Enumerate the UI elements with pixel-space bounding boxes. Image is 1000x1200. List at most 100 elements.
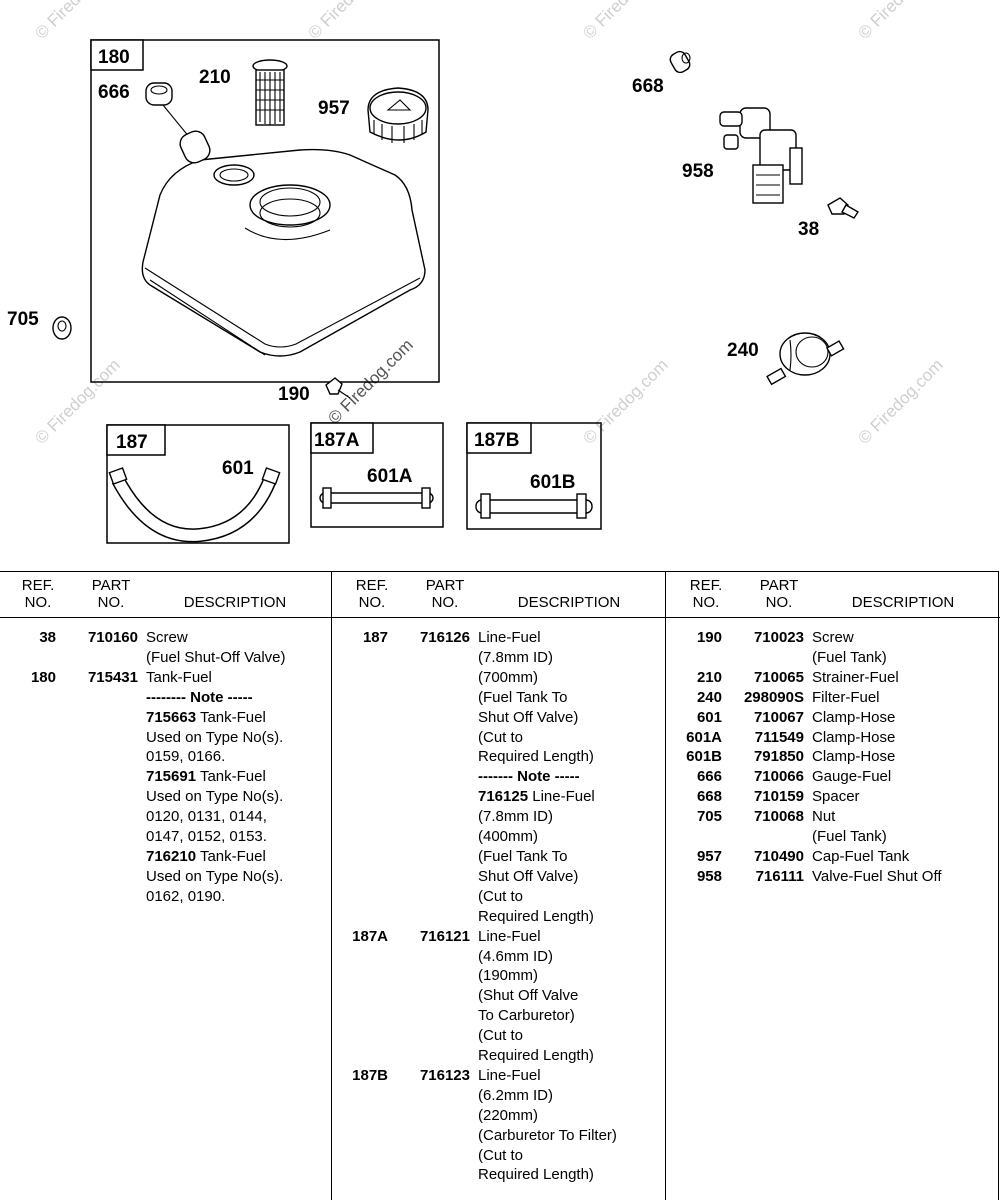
description-cell: 715691 Tank-Fuel <box>138 767 266 787</box>
table-row: 0162, 0190. <box>0 887 331 907</box>
callout-label: 180 <box>98 47 130 68</box>
part-no-cell <box>56 807 138 827</box>
ref-no-cell <box>0 887 56 907</box>
table-row: (700mm) <box>332 668 666 688</box>
callout-label: 187A <box>314 430 360 451</box>
part-no-cell <box>56 767 138 787</box>
description-cell: Line-Fuel <box>478 629 541 646</box>
description-cell: Filter-Fuel <box>812 688 880 706</box>
ref-no-cell <box>332 827 388 847</box>
part-no-cell <box>56 827 138 847</box>
table-row: (Cut to <box>332 728 666 748</box>
description-cell: (Shut Off Valve <box>478 987 579 1005</box>
note-part-number: 715663 <box>146 708 197 726</box>
part-no-cell <box>388 648 470 668</box>
ref-no-cell <box>0 688 56 708</box>
description-cell: Used on Type No(s). <box>146 788 284 806</box>
ref-no-cell <box>332 1026 388 1046</box>
callout-label: 240 <box>727 340 759 361</box>
part-no-cell <box>388 827 470 847</box>
description-cell: 0162, 0190. <box>146 887 226 905</box>
ref-no-cell <box>332 787 388 807</box>
part-no-cell: 716111 <box>755 867 804 885</box>
table-row: (400mm) <box>332 827 666 847</box>
screw-drawing <box>827 197 859 219</box>
table-row: (Fuel Tank) <box>666 648 1000 668</box>
table-row: (Fuel Tank To <box>332 688 666 708</box>
table-row: 187A 716121 Line-Fuel <box>332 927 666 947</box>
note-part-number: 715691 <box>146 768 197 786</box>
ref-no-cell <box>332 668 388 688</box>
ref-no-cell <box>332 1106 388 1126</box>
ref-no-cell <box>0 708 56 728</box>
description-cell: Screw <box>812 629 854 646</box>
part-no-cell <box>388 867 470 887</box>
ref-no-cell: 187A <box>352 927 388 945</box>
ref-no-cell <box>0 807 56 827</box>
table-row: 0120, 0131, 0144, <box>0 807 331 827</box>
description-cell: (Fuel Tank To <box>478 688 568 706</box>
ref-no-cell <box>332 907 388 927</box>
callout-label: 190 <box>278 384 310 405</box>
callout-label: 601B <box>530 472 575 493</box>
part-no-cell <box>388 887 470 907</box>
shutoff-valve-drawing <box>719 107 803 204</box>
description-cell: 0120, 0131, 0144, <box>146 808 267 826</box>
description-cell: 0147, 0152, 0153. <box>146 828 267 846</box>
ref-no-cell: 187B <box>352 1066 388 1084</box>
ref-no-cell <box>0 728 56 748</box>
table-row: Required Length) <box>332 907 666 927</box>
part-no-cell <box>722 827 804 847</box>
ref-no-cell <box>332 688 388 708</box>
description-cell: Required Length) <box>478 1047 594 1065</box>
part-no-cell: 710066 <box>753 768 804 786</box>
ref-no-cell: 666 <box>696 768 722 786</box>
ref-no-cell <box>332 847 388 867</box>
part-no-cell: 710068 <box>753 808 804 826</box>
ref-no-cell <box>332 986 388 1006</box>
table-row: (6.2mm ID) <box>332 1086 666 1106</box>
part-no-cell: 716123 <box>419 1066 470 1084</box>
part-no-cell: 710067 <box>753 708 804 726</box>
ref-no-cell <box>332 708 388 728</box>
description-cell: Used on Type No(s). <box>146 867 284 885</box>
description-cell: Line-Fuel <box>478 927 541 945</box>
part-no-cell: 716121 <box>419 927 470 945</box>
ref-no-cell <box>332 966 388 986</box>
table-row: (7.8mm ID) <box>332 807 666 827</box>
part-no-cell <box>56 887 138 907</box>
table-row: Used on Type No(s). <box>0 728 331 748</box>
description-header: DESCRIPTION <box>183 594 287 611</box>
part-no-cell: 715431 <box>87 668 138 686</box>
part-no-cell <box>388 787 470 807</box>
description-cell: (7.8mm ID) <box>478 808 553 826</box>
description-cell: Screw <box>146 629 188 646</box>
part-no-cell <box>388 986 470 1006</box>
table-row: ------- Note ----- <box>332 767 666 787</box>
description-cell: (6.2mm ID) <box>478 1086 553 1104</box>
table-row: Required Length) <box>332 747 666 767</box>
description-cell: To Carburetor) <box>478 1007 575 1025</box>
note-description: Tank-Fuel <box>196 847 266 865</box>
table-row: (Cut to <box>332 887 666 907</box>
table-row: (Fuel Shut-Off Valve) <box>0 648 331 668</box>
ref-no-cell: 957 <box>696 847 722 865</box>
description-cell: (4.6mm ID) <box>478 947 553 965</box>
ref-no-cell <box>332 947 388 967</box>
table-row: (Carburetor To Filter) <box>332 1126 666 1146</box>
description-header: DESCRIPTION <box>517 594 621 611</box>
part-no-cell <box>388 1006 470 1026</box>
ref-no-cell: 601 <box>696 708 722 726</box>
table-row: (Cut to <box>332 1026 666 1046</box>
ref-no-cell: 601B <box>686 748 722 766</box>
description-cell: (Fuel Tank) <box>812 828 887 846</box>
part-no-cell: 298090S <box>743 688 804 706</box>
table-row: 715663 Tank-Fuel <box>0 708 331 728</box>
